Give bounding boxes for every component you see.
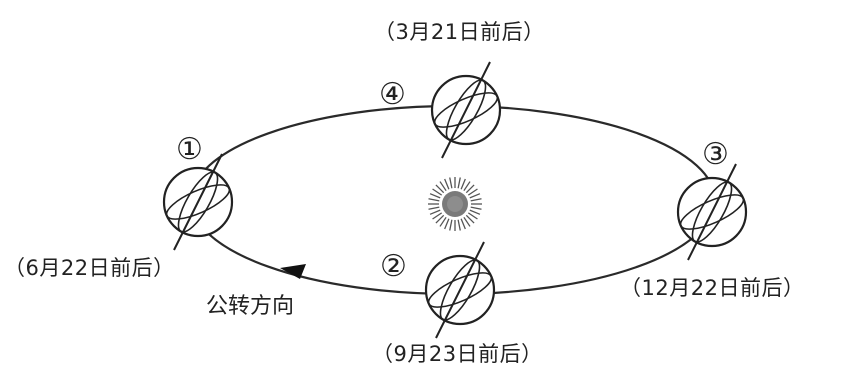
sun-ray (458, 178, 460, 189)
sun-ray (471, 207, 482, 209)
earth-globe-1 (162, 154, 233, 250)
position-number-2: ② (380, 252, 407, 282)
earth-globe-2 (424, 242, 495, 338)
position-number-4: ④ (379, 80, 406, 110)
date-label-3: （12月22日前后） (620, 278, 804, 299)
sun-icon (428, 177, 482, 231)
position-number-3: ③ (702, 140, 729, 170)
sun-ray (445, 219, 449, 229)
date-label-2: （9月23日前后） (372, 344, 543, 365)
earth-globe-3 (676, 164, 747, 260)
direction-label: 公转方向 (206, 296, 294, 318)
earth-globe-4 (430, 62, 501, 158)
sun-ray (461, 219, 465, 229)
sun-ray (429, 199, 440, 201)
date-label-1: （6月22日前后） (4, 258, 175, 279)
sun-ray (430, 210, 440, 214)
sun-ray (429, 207, 440, 209)
sun-ray (430, 194, 440, 198)
sun-ray (450, 178, 452, 189)
position-number-1: ① (176, 135, 203, 165)
sun-ray (470, 210, 480, 214)
sun-ray (470, 194, 480, 198)
date-label-4: （3月21日前后） (374, 22, 545, 43)
sun-ray (445, 179, 449, 189)
sun-ray (471, 199, 482, 201)
sun-ray (450, 220, 452, 231)
sun-ray (461, 179, 465, 189)
sun-ray (458, 220, 460, 231)
